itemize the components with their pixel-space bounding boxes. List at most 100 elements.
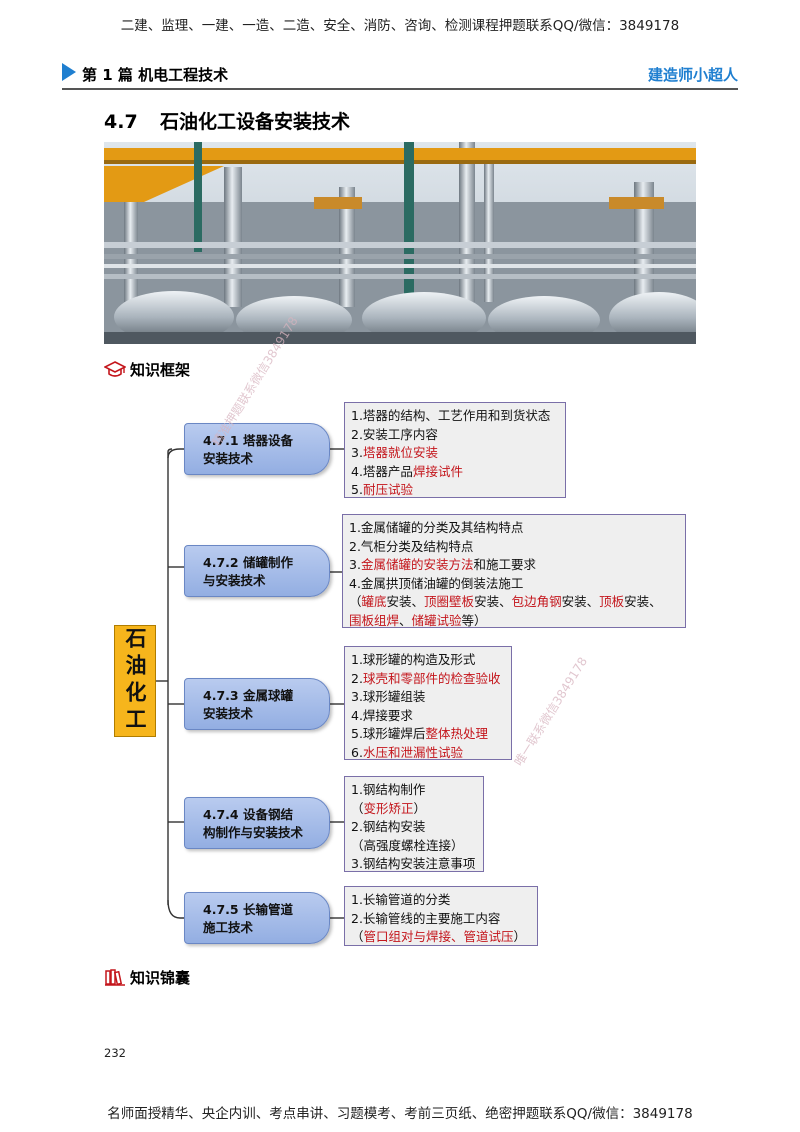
detail-text: 3.球形罐组装	[351, 689, 426, 705]
detail-line: 4.焊接要求	[351, 707, 505, 726]
framework-heading: 知识框架	[103, 359, 191, 382]
tips-heading: 知识锦囊	[104, 967, 190, 990]
detail-text: 4.金属拱顶储油罐的倒装法施工	[349, 575, 524, 591]
petrochemical-plant-photo	[104, 142, 696, 344]
detail-text: 3.	[351, 445, 363, 461]
detail-text: 1.球形罐的构造及形式	[351, 652, 476, 667]
section-title-text: 石油化工设备安装技术	[160, 111, 351, 133]
detail-text: ）	[413, 800, 427, 816]
section-number: 4.7	[104, 111, 138, 133]
detail-text: （	[349, 594, 362, 610]
highlight-text: 耐压试验	[362, 482, 413, 498]
detail-line: 2.安装工序内容	[351, 426, 559, 445]
topic-box-4-7-4: 4.7.4 设备钢结 构制作与安装技术	[184, 797, 330, 849]
detail-line: 1.长输管道的分类	[351, 891, 531, 910]
detail-text: 4.塔器产品	[351, 463, 413, 479]
topic-box-4-7-2: 4.7.2 储罐制作 与安装技术	[184, 545, 330, 597]
detail-line: （变形矫正）	[351, 800, 477, 819]
detail-text: 2.安装工序内容	[351, 426, 438, 442]
topic-box-4-7-5: 4.7.5 长输管道 施工技术	[184, 892, 330, 944]
detail-text: （	[351, 929, 364, 945]
detail-text: 1.钢结构制作	[351, 782, 426, 797]
detail-box-4-7-2: 1.金属储罐的分类及其结构特点 2.气柜分类及结构特点 3.金属储罐的安装方法和施工…	[342, 514, 686, 628]
center-node: 石油化工	[114, 625, 156, 737]
highlight-text: 整体热处理	[425, 726, 488, 742]
header-part-title: 第 1 篇 机电工程技术	[82, 66, 229, 84]
detail-text: 2.气柜分类及结构特点	[349, 538, 474, 554]
detail-line: 5.耐压试验	[351, 481, 559, 500]
detail-text: 2.	[351, 670, 363, 686]
topic-title-line1: 4.7.4 设备钢结	[203, 807, 293, 822]
detail-line: 3.塔器就位安装	[351, 444, 559, 463]
bottom-banner: 名师面授精华、央企内训、考点串讲、习题模考、考前三页纸、绝密押题联系QQ/微信：…	[107, 1106, 693, 1122]
highlight-text: 水压和泄漏性试验	[362, 744, 463, 760]
header-author: 建造师小超人	[647, 66, 738, 84]
detail-text: 安装、	[624, 594, 662, 610]
detail-box-4-7-4: 1.钢结构制作 （变形矫正）2.钢结构安装 （高强度螺栓连接） 3.钢结构安装注意事项	[344, 776, 484, 872]
tips-heading-text: 知识锦囊	[130, 969, 191, 987]
detail-text: 安装、	[386, 594, 425, 610]
detail-text: 2.长输管线的主要施工内容	[351, 910, 501, 926]
section-title: 4.7 石油化工设备安装技术	[104, 107, 350, 134]
detail-text: 5.球形罐焊后	[351, 726, 426, 742]
topic-box-4-7-3: 4.7.3 金属球罐 安装技术	[184, 678, 330, 730]
topic-title-line2: 构制作与安装技术	[203, 825, 304, 840]
detail-text: （	[351, 800, 364, 816]
highlight-text: 管口组对与焊接、管道试压	[363, 929, 514, 945]
detail-line: （管口组对与焊接、管道试压）	[351, 928, 531, 947]
topic-title-line1: 4.7.5 长输管道	[203, 902, 293, 917]
highlight-text: 围板组焊	[349, 612, 400, 628]
detail-line: 1.塔器的结构、工艺作用和到货状态	[351, 407, 559, 426]
detail-line: 3.钢结构安装注意事项	[351, 855, 477, 874]
topic-title-line1: 4.7.2 储罐制作	[203, 555, 293, 570]
highlight-text: 焊接试件	[412, 463, 463, 479]
graduation-cap-icon	[103, 360, 127, 382]
topic-title-line2: 施工技术	[203, 920, 254, 935]
detail-text: 3.钢结构安装注意事项	[351, 856, 476, 872]
highlight-text: 塔器就位安装	[362, 445, 438, 461]
detail-text: 1.金属储罐的分类及其结构特点	[349, 520, 524, 535]
top-banner: 二建、监理、一建、一造、二造、安全、消防、咨询、检测课程押题联系QQ/微信：38…	[120, 18, 680, 34]
detail-text: 2.钢结构安装	[351, 819, 426, 835]
detail-line: 3.球形罐组装	[351, 688, 505, 707]
detail-box-4-7-5: 1.长输管道的分类 2.长输管线的主要施工内容 （管口组对与焊接、管道试压）	[344, 886, 538, 946]
detail-text: 安装、	[474, 594, 512, 610]
detail-text: 等）	[461, 612, 487, 628]
detail-text: 1.长输管道的分类	[351, 892, 451, 907]
highlight-text: 顶圈壁板	[424, 594, 475, 610]
detail-line: 1.球形罐的构造及形式	[351, 651, 505, 670]
highlight-text: 顶板	[599, 594, 625, 610]
detail-text: 1.塔器的结构、工艺作用和到货状态	[351, 408, 551, 423]
header-arrow-icon	[62, 63, 76, 81]
detail-text: 、	[399, 612, 412, 628]
highlight-text: 罐底	[361, 594, 387, 610]
center-node-label: 石油化工	[123, 627, 147, 735]
detail-line: 2.长输管线的主要施工内容	[351, 910, 531, 929]
header-divider	[62, 88, 738, 90]
page-number: 232	[104, 1046, 126, 1060]
detail-line: 1.钢结构制作	[351, 781, 477, 800]
detail-text: （高强度螺栓连接）	[351, 837, 464, 853]
topic-title-line1: 4.7.3 金属球罐	[203, 688, 293, 703]
detail-line: 5.球形罐焊后整体热处理	[351, 725, 505, 744]
topic-title-line2: 与安装技术	[203, 573, 266, 588]
detail-text: 5.	[351, 482, 363, 498]
detail-line: 3.金属储罐的安装方法和施工要求	[349, 556, 679, 575]
detail-line: 1.金属储罐的分类及其结构特点	[349, 519, 679, 538]
detail-line: 4.金属拱顶储油罐的倒装法施工	[349, 575, 679, 594]
highlight-text: 球壳和零部件的检查验收	[362, 670, 501, 686]
detail-text: 3.	[349, 557, 361, 573]
detail-text: ）	[513, 929, 527, 945]
detail-text: 和施工要求	[473, 557, 536, 573]
detail-line: 2.钢结构安装	[351, 818, 477, 837]
framework-heading-text: 知识框架	[130, 361, 191, 379]
highlight-text: 金属储罐的安装方法	[360, 557, 474, 573]
highlight-text: 储罐试验	[411, 612, 462, 628]
topic-box-4-7-1: 4.7.1 塔器设备 安装技术	[184, 423, 330, 475]
topic-title-line1: 4.7.1 塔器设备	[203, 433, 293, 448]
detail-line: 围板组焊、储罐试验等）	[349, 612, 679, 631]
topic-title-line2: 安装技术	[203, 706, 254, 721]
